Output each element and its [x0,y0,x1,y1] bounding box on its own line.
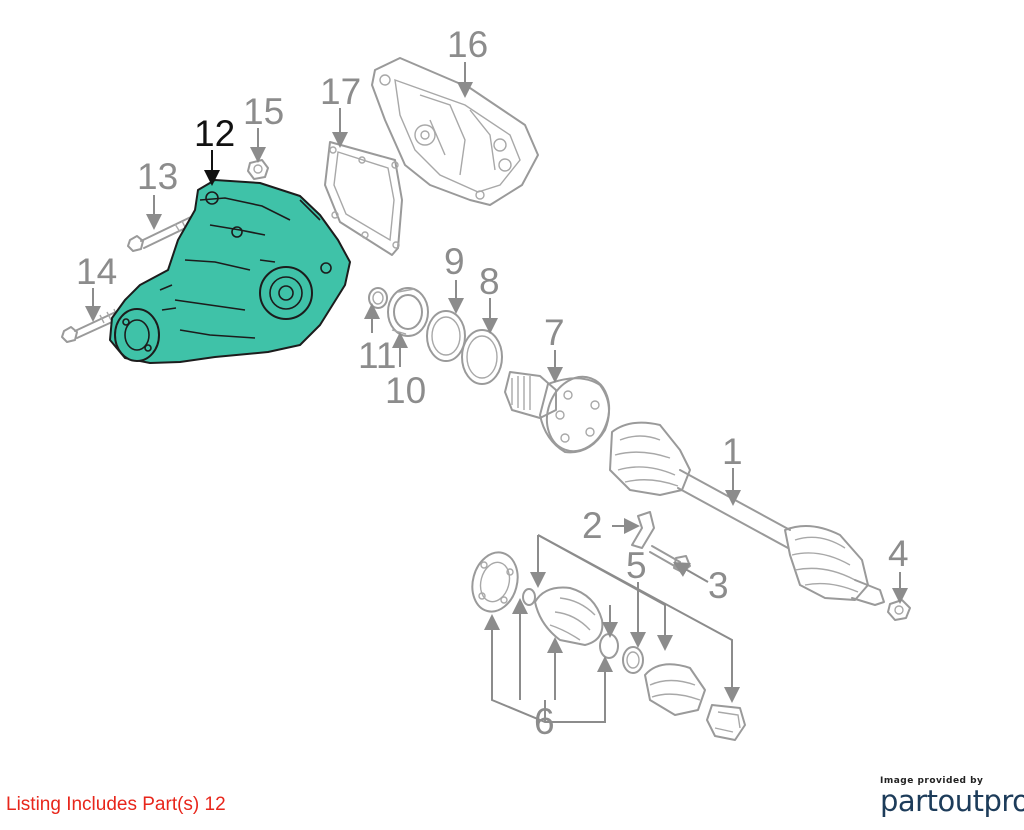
part-9-shim [426,310,466,362]
callout-1: 1 [722,431,743,472]
part-2-bracket [631,511,655,549]
callout-13: 13 [137,156,178,197]
part-10-seal [387,287,429,337]
callout-2: 2 [582,505,603,546]
callout-15: 15 [243,91,284,132]
callout-16: 16 [447,24,488,65]
part-7-flange [504,371,611,454]
callout-4: 4 [888,533,909,574]
brand-caption: Image provided by [880,776,984,786]
callout-14: 14 [76,251,117,292]
callout-7: 7 [544,312,565,353]
part-12-differential-housing [109,179,351,364]
part-8-ring [461,329,503,385]
part-16-cover [371,57,539,206]
callout-17: 17 [320,71,361,112]
callout-12: 12 [194,113,235,154]
part-15-nut [247,159,269,180]
partoutpro-logo: Image provided by partoutpro [880,776,1024,818]
callout-3: 3 [708,565,729,606]
part-6-cv-joint-kit [471,551,746,741]
callout-9: 9 [444,241,465,282]
callout-5: 5 [626,545,647,586]
callout-8: 8 [479,261,500,302]
listing-includes-text: Listing Includes Part(s) 12 [6,794,226,815]
brand-name: partoutpro [880,784,1024,818]
leader-lines [85,62,908,723]
part-11-ring [368,287,388,309]
callout-10: 10 [385,370,426,411]
callout-labels: 16 17 15 12 13 14 9 8 7 11 10 1 2 5 3 4 … [76,24,909,742]
callout-11: 11 [358,335,396,376]
part-4-nut [887,599,911,621]
callout-6: 6 [534,701,555,742]
part-17-gasket [324,141,403,256]
